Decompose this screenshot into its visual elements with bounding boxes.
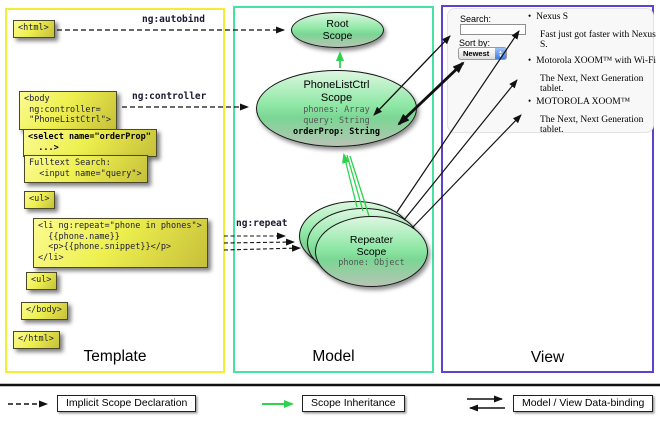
bullet-icon: • — [528, 96, 532, 106]
phone-list-item: • MOTOROLA XOOM™ The Next, Next Generati… — [528, 96, 660, 135]
code-box-html-open: <html> — [13, 20, 55, 38]
scope-prop-orderprop: orderProp: String — [293, 126, 380, 137]
sort-by-dropdown[interactable]: Newest ▲▼ — [458, 47, 507, 60]
legend-scope-inheritance: Scope Inheritance — [302, 395, 405, 412]
search-input[interactable] — [460, 24, 526, 35]
search-label: Search: — [460, 14, 492, 24]
code-box-ul-open: <ul> — [24, 191, 56, 209]
code-box-html-close: </html> — [13, 331, 60, 349]
code-box-select-orderprop: <select name="orderProp" ...> — [23, 129, 157, 158]
code-box-ul-second: <ul> — [26, 272, 58, 290]
phone-title: MOTOROLA XOOM™ — [536, 97, 631, 107]
bullet-icon: • — [528, 55, 532, 65]
ng-autobind-label: ng:autobind — [142, 14, 205, 25]
code-box-fulltext-search: Fulltext Search: <input name="query"> — [24, 155, 148, 184]
bullet-icon: • — [528, 11, 532, 21]
repeater-scope-ellipse-front: Repeater Scope phone: Object — [315, 216, 428, 287]
model-column-label: Model — [312, 348, 355, 365]
phone-snippet: The Next, Next Generation tablet. — [540, 115, 644, 135]
phone-snippet: Fast just got faster with Nexus S. — [540, 30, 656, 50]
legend-model-view-databinding: Model / View Data-binding — [513, 395, 654, 412]
repeater-scope-title: Repeater Scope — [349, 233, 394, 258]
phone-snippet: The Next, Next Generation tablet. — [540, 74, 644, 94]
root-scope-title: Root Scope — [322, 17, 353, 42]
template-column-label: Template — [83, 348, 147, 365]
sort-by-selected-value: Newest — [463, 49, 490, 58]
phone-title: Nexus S — [536, 12, 569, 22]
code-box-body-open: <body ng:controller= "PhoneListCtrl"> — [19, 91, 117, 130]
code-box-li-repeat: <li ng:repeat="phone in phones"> {{phone… — [33, 218, 208, 268]
ng-controller-label: ng:controller — [132, 91, 207, 102]
phonelistctrl-scope-title: PhoneListCtrl Scope — [303, 78, 370, 104]
code-box-body-close: </body> — [21, 302, 68, 320]
scope-prop-query: query: String — [303, 115, 370, 126]
view-column-label: View — [530, 349, 565, 366]
root-scope-ellipse: Root Scope — [291, 12, 384, 48]
select-stepper-icon: ▲▼ — [495, 48, 506, 59]
scope-prop-phones: phones: Array — [303, 104, 370, 115]
scope-prop-phone: phone: Object — [338, 258, 405, 269]
phonelistctrl-scope-ellipse: PhoneListCtrl Scope phones: Array query:… — [256, 70, 417, 147]
model-column — [233, 6, 434, 373]
ng-repeat-label: ng:repeat — [236, 218, 288, 229]
phone-list-item: • Motorola XOOM™ with Wi-Fi The Next, Ne… — [528, 55, 660, 94]
phone-title: Motorola XOOM™ with Wi-Fi — [536, 56, 657, 66]
phone-list-item: • Nexus S Fast just got faster with Nexu… — [528, 11, 660, 50]
legend-implicit-scope-declaration: Implicit Scope Declaration — [57, 395, 197, 412]
